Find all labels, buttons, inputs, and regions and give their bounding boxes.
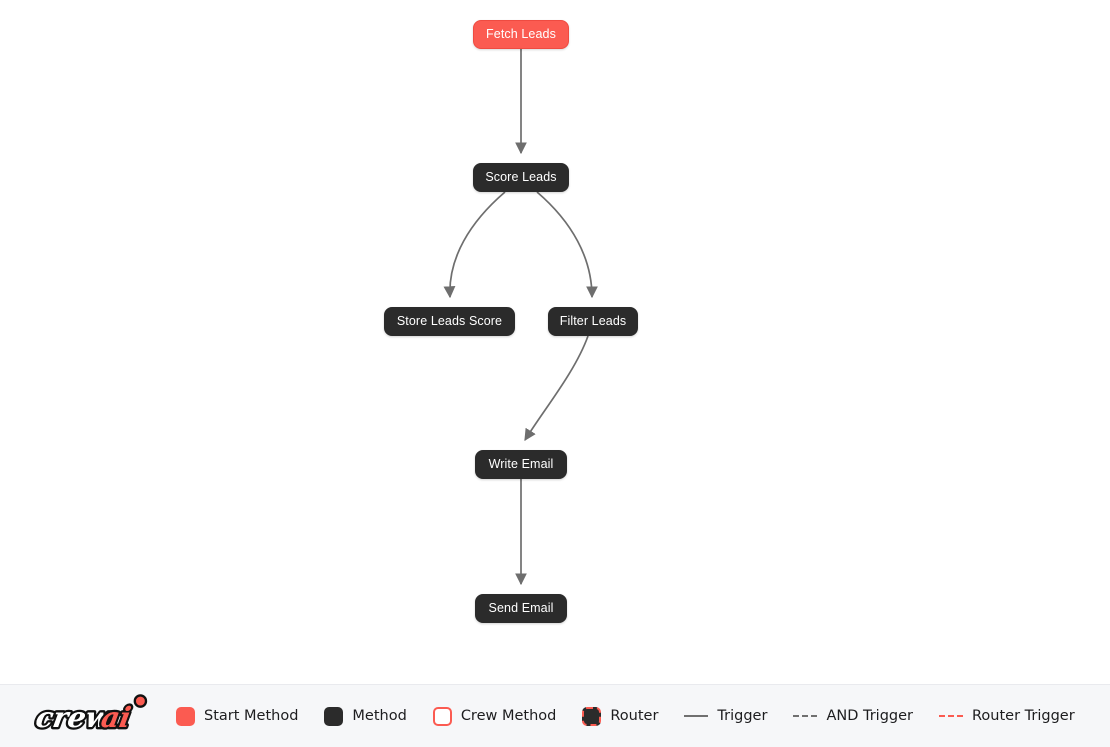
legend-label: AND Trigger	[826, 707, 913, 724]
crewai-logo: crew crew ai ai	[31, 694, 148, 736]
legend-bar: crew crew ai ai Start Method Method Crew…	[0, 684, 1110, 747]
legend-label: Method	[352, 707, 407, 724]
edge-score-leads-to-filter-leads	[536, 191, 598, 299]
router-swatch-icon	[582, 706, 602, 726]
legend-item-router[interactable]: Router	[582, 706, 659, 726]
flow-node-send-email[interactable]: Send Email	[475, 594, 567, 623]
flow-node-fetch-leads[interactable]: Fetch Leads	[473, 20, 569, 49]
svg-text:crew: crew	[33, 701, 114, 734]
flow-node-score-leads[interactable]: Score Leads	[473, 163, 569, 192]
legend-label: Crew Method	[460, 707, 557, 724]
legend-item-method[interactable]: Method	[324, 706, 407, 726]
legend-label: Trigger	[717, 707, 768, 724]
legend-items: Start Method Method Crew Method Router T…	[176, 706, 1075, 726]
svg-text:ai: ai	[99, 701, 134, 734]
flow-node-write-email[interactable]: Write Email	[475, 450, 567, 479]
legend-item-trigger[interactable]: Trigger	[684, 709, 767, 724]
svg-text:ai: ai	[99, 701, 134, 734]
method-swatch-icon	[324, 706, 344, 726]
flow-node-store-leads-score[interactable]: Store Leads Score	[384, 307, 515, 336]
edge-layer	[443, 49, 598, 586]
and-trigger-line-icon	[793, 715, 818, 717]
start-method-swatch-icon	[176, 706, 195, 726]
legend-item-start-method[interactable]: Start Method	[176, 706, 299, 726]
flow-node-filter-leads[interactable]: Filter Leads	[548, 307, 638, 336]
legend-label: Start Method	[204, 707, 299, 724]
flow-canvas[interactable]: Fetch Leads Score Leads Store Leads Scor…	[0, 0, 1110, 684]
svg-text:crew: crew	[33, 701, 114, 734]
edge-score-leads-to-store-leads-score	[443, 191, 506, 299]
router-trigger-line-icon	[938, 715, 963, 717]
legend-item-and-trigger[interactable]: AND Trigger	[793, 709, 913, 724]
legend-item-router-trigger[interactable]: Router Trigger	[938, 707, 1075, 724]
edge-filter-leads-to-write-email	[524, 335, 589, 442]
trigger-line-icon	[684, 715, 709, 717]
legend-label: Router Trigger	[971, 707, 1075, 724]
legend-label: Router	[610, 707, 659, 724]
legend-item-crew-method[interactable]: Crew Method	[432, 706, 557, 726]
crew-method-swatch-icon	[432, 706, 452, 726]
